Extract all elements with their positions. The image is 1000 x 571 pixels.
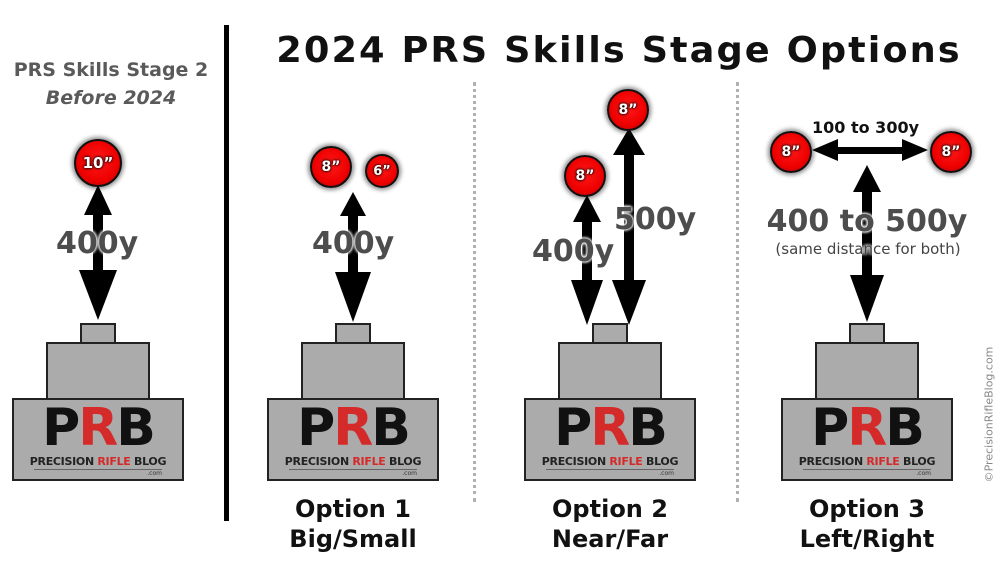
prb-logo: PRB PRECISION RIFLE BLOG .com [798, 398, 936, 477]
distance-range-label: 400 to 500y [766, 204, 968, 239]
distance-label: 400y [56, 226, 139, 261]
option-2-label: Option 2 Near/Far [551, 495, 669, 553]
barricade-option-1: PRB PRECISION RIFLE BLOG .com [267, 323, 439, 481]
before-subtitle: Before 2024 [45, 87, 177, 109]
before-title: PRS Skills Stage 2 [13, 59, 209, 81]
far-distance-label: 500y [614, 202, 697, 237]
target-small-icon: 6” [365, 154, 399, 188]
double-arrow-icon [571, 195, 603, 325]
copyright-notice: ©PrecisionRifleBlog.com [982, 346, 996, 483]
barricade-option-3: PRB PRECISION RIFLE BLOG .com [781, 323, 953, 481]
target-left-icon: 8” [770, 131, 812, 173]
prb-logo: PRB PRECISION RIFLE BLOG .com [29, 398, 167, 477]
double-arrow-icon [79, 185, 117, 320]
option-3-label: Option 3 Left/Right [799, 495, 935, 553]
near-distance-label: 400y [532, 234, 615, 269]
page-title: 2024 PRS Skills Stage Options [276, 30, 962, 71]
double-arrow-icon [335, 192, 371, 322]
prb-logo: PRB PRECISION RIFLE BLOG .com [541, 398, 679, 477]
target-far-icon: 8” [607, 89, 649, 131]
spacing-label: 100 to 300y [812, 118, 920, 137]
target-near-icon: 8” [564, 155, 606, 197]
before-2024-heading: PRS Skills Stage 2 Before 2024 [0, 56, 222, 112]
double-arrow-icon [612, 128, 646, 325]
option-1-label: Option 1 Big/Small [289, 495, 417, 553]
prb-logo: PRB PRECISION RIFLE BLOG .com [284, 398, 422, 477]
double-arrow-icon [850, 165, 884, 322]
target-10in-icon: 10” [74, 139, 122, 187]
dotted-divider-2 [736, 82, 742, 502]
distance-note: (same distance for both) [775, 240, 961, 258]
section-divider [224, 25, 229, 521]
target-right-icon: 8” [930, 131, 972, 173]
barricade-option-2: PRB PRECISION RIFLE BLOG .com [524, 323, 696, 481]
distance-label: 400y [312, 226, 395, 261]
dotted-divider-1 [473, 82, 479, 502]
barricade-before: PRB PRECISION RIFLE BLOG .com [12, 323, 184, 481]
horizontal-double-arrow-icon [812, 139, 928, 161]
target-big-icon: 8” [310, 146, 352, 188]
